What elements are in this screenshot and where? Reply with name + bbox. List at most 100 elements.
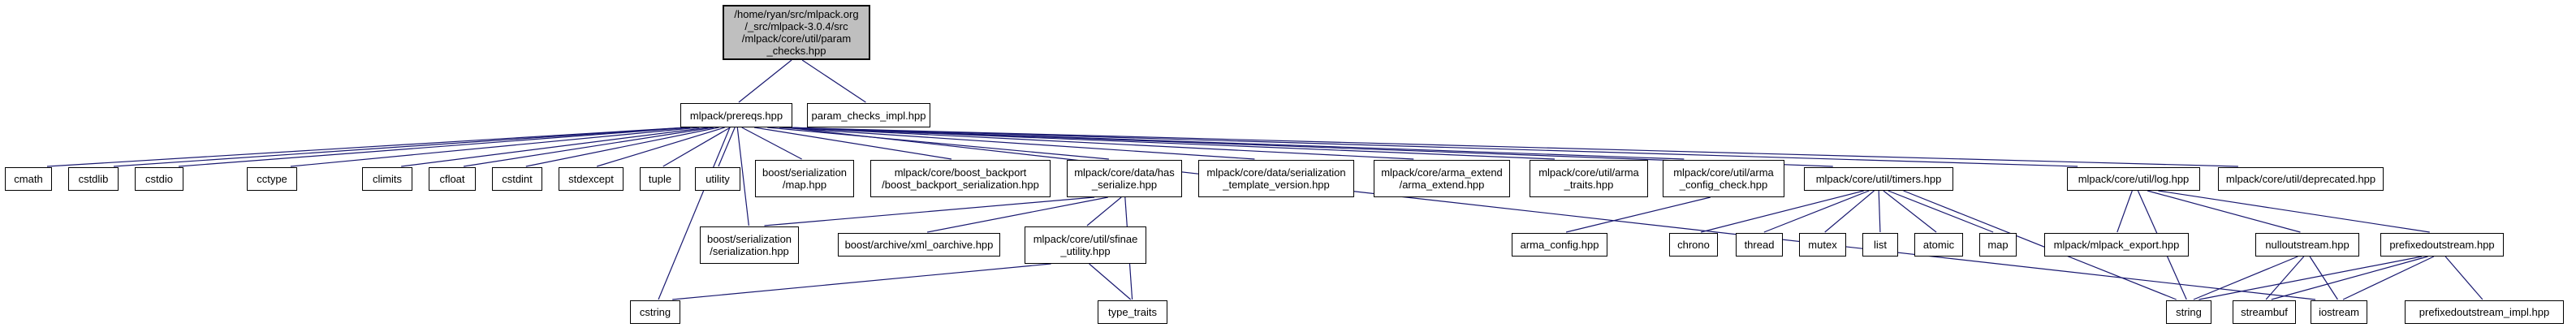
include-edge-has_serialize-to-sfinae_utility [1086,196,1122,226]
graph-node-atomic[interactable]: atomic [1914,233,1963,257]
include-edge-timers-to-thread [1763,190,1870,233]
graph-node-mutex[interactable]: mutex [1799,233,1846,257]
include-edge-prereqs-to-arma_extend [785,127,1414,160]
include-edge-prereqs-to-utility [718,127,736,167]
graph-node-label-line: /map.hpp [782,179,827,191]
graph-node-param_checks_impl[interactable]: param_checks_impl.hpp [807,103,930,127]
include-edge-prereqs-to-ser_tmpl_version [779,127,1255,160]
graph-node-label-line: cstring [639,306,671,318]
graph-node-label-line: type_traits [1108,306,1157,318]
include-edge-timers-to-map [1888,190,1994,233]
graph-node-label-line: boost/archive/xml_oarchive.hpp [844,239,994,251]
graph-node-mlpack_export[interactable]: mlpack/mlpack_export.hpp [2044,233,2189,257]
graph-node-label-line: chrono [1677,239,1710,251]
graph-node-chrono[interactable]: chrono [1669,233,1718,257]
include-edge-param_checks-to-param_checks_impl [801,59,866,103]
include-edge-has_serialize-to-boost_serialization [764,196,1095,226]
include-edge-param_checks-to-prereqs [738,59,792,103]
graph-node-label-line: mlpack/core/util/deprecated.hpp [2225,173,2376,185]
graph-node-label-line: arma_config.hpp [1520,239,1599,251]
graph-node-label-line: stdexcept [568,173,614,185]
graph-node-tuple[interactable]: tuple [640,167,680,191]
graph-node-map[interactable]: map [1979,233,2017,257]
graph-node-boost_backport[interactable]: mlpack/core/boost_backport/boost_backpor… [870,160,1051,197]
graph-node-param_checks: /home/ryan/src/mlpack.org/_src/mlpack-3.… [723,5,870,60]
graph-node-xml_oarchive[interactable]: boost/archive/xml_oarchive.hpp [838,233,1000,257]
graph-node-label-line: /home/ryan/src/mlpack.org [734,8,859,20]
graph-node-label-line: streambuf [2241,306,2288,318]
include-edge-nulloutstream-to-string [2193,256,2298,300]
graph-node-label-line: mutex [1808,239,1837,251]
graph-node-cmath[interactable]: cmath [5,167,52,191]
graph-node-streambuf[interactable]: streambuf [2233,300,2296,324]
graph-node-climits[interactable]: climits [362,167,412,191]
graph-node-ser_tmpl_version[interactable]: mlpack/core/data/serialization_template_… [1198,160,1354,197]
graph-node-label-line: string [2176,306,2202,318]
graph-node-log[interactable]: mlpack/core/util/log.hpp [2067,167,2200,191]
graph-node-cctype[interactable]: cctype [247,167,297,191]
graph-node-label-line: cstdint [502,173,533,185]
include-edge-prereqs-to-log [785,127,2078,167]
graph-node-label-line: /arma_extend.hpp [1399,179,1485,191]
graph-node-arma_traits[interactable]: mlpack/core/util/arma_traits.hpp [1530,160,1648,197]
graph-node-label-line: mlpack/prereqs.hpp [689,109,783,122]
include-edge-prereqs-to-cctype [290,127,700,167]
graph-node-stdexcept[interactable]: stdexcept [559,167,624,191]
include-edge-prereqs-to-cstdlib [113,127,688,167]
graph-node-cstdint[interactable]: cstdint [492,167,542,191]
graph-node-cstdlib[interactable]: cstdlib [68,167,119,191]
include-edge-log-to-prefixedoutstream [2158,190,2430,233]
graph-node-label-line: _template_version.hpp [1223,179,1330,191]
include-edge-timers-to-chrono [1700,190,1864,233]
graph-node-label-line: cstdlib [78,173,109,185]
graph-node-label-line: /serialization.hpp [710,245,789,257]
graph-node-timers[interactable]: mlpack/core/util/timers.hpp [1804,167,1953,191]
graph-node-cstdio[interactable]: cstdio [135,167,183,191]
graph-node-prefixedoutstream_impl[interactable]: prefixedoutstream_impl.hpp [2405,300,2564,324]
graph-node-list[interactable]: list [1862,233,1898,257]
include-edge-sfinae_utility-to-type_traits [1089,263,1132,300]
graph-node-label-line: /_src/mlpack-3.0.4/src [744,20,848,32]
graph-node-prefixedoutstream[interactable]: prefixedoutstream.hpp [2380,233,2504,257]
include-edge-nulloutstream-to-streambuf [2265,256,2305,300]
graph-node-cfloat[interactable]: cfloat [429,167,476,191]
graph-node-label-line: thread [1744,239,1775,251]
graph-node-deprecated[interactable]: mlpack/core/util/deprecated.hpp [2218,167,2384,191]
graph-node-label-line: cstdio [145,173,173,185]
include-edge-prereqs-to-boost_ser_map [741,127,802,160]
graph-node-label-line: nulloutstream.hpp [2265,239,2349,251]
graph-node-prereqs[interactable]: mlpack/prereqs.hpp [680,103,792,127]
graph-node-type_traits[interactable]: type_traits [1098,300,1167,324]
graph-node-iostream[interactable]: iostream [2311,300,2367,324]
include-edge-timers-to-string [1903,190,2177,300]
graph-node-label-line: mlpack/core/util/arma [1538,166,1639,179]
include-edge-has_serialize-to-xml_oarchive [927,196,1108,233]
graph-node-boost_serialization[interactable]: boost/serialization/serialization.hpp [700,226,799,264]
include-edge-prereqs-to-cstdio [178,127,691,167]
graph-node-string[interactable]: string [2166,300,2211,324]
include-edge-timers-to-list [1878,190,1881,233]
graph-node-arma_config_check[interactable]: mlpack/core/util/arma_config_check.hpp [1663,160,1784,197]
graph-node-cstring[interactable]: cstring [630,300,680,324]
include-edge-prereqs-to-arma_traits [785,127,1556,160]
graph-node-label-line: /boost_backport_serialization.hpp [882,179,1039,191]
include-edge-prereqs-to-cfloat [463,127,714,167]
include-edge-log-to-mlpack_export [2116,190,2133,233]
graph-node-utility[interactable]: utility [695,167,740,191]
graph-node-label-line: mlpack/core/data/has [1074,166,1175,179]
graph-node-label-line: cfloat [439,173,465,185]
graph-node-sfinae_utility[interactable]: mlpack/core/util/sfinae_utility.hpp [1025,226,1146,264]
graph-node-nulloutstream[interactable]: nulloutstream.hpp [2255,233,2359,257]
graph-node-label-line: _checks.hpp [766,45,826,57]
graph-node-arma_config[interactable]: arma_config.hpp [1512,233,1607,257]
include-edge-prefixedoutstream-to-streambuf [2271,256,2428,300]
graph-node-label-line: mlpack/core/util/log.hpp [2078,173,2190,185]
graph-node-label-line: climits [372,173,403,185]
graph-node-has_serialize[interactable]: mlpack/core/data/has_serialize.hpp [1067,160,1182,197]
graph-node-boost_ser_map[interactable]: boost/serialization/map.hpp [755,160,854,197]
graph-node-thread[interactable]: thread [1736,233,1783,257]
graph-node-arma_extend[interactable]: mlpack/core/arma_extend/arma_extend.hpp [1374,160,1510,197]
graph-node-label-line: mlpack/core/data/serialization [1206,166,1346,179]
graph-node-label-line: prefixedoutstream_impl.hpp [2419,306,2550,318]
